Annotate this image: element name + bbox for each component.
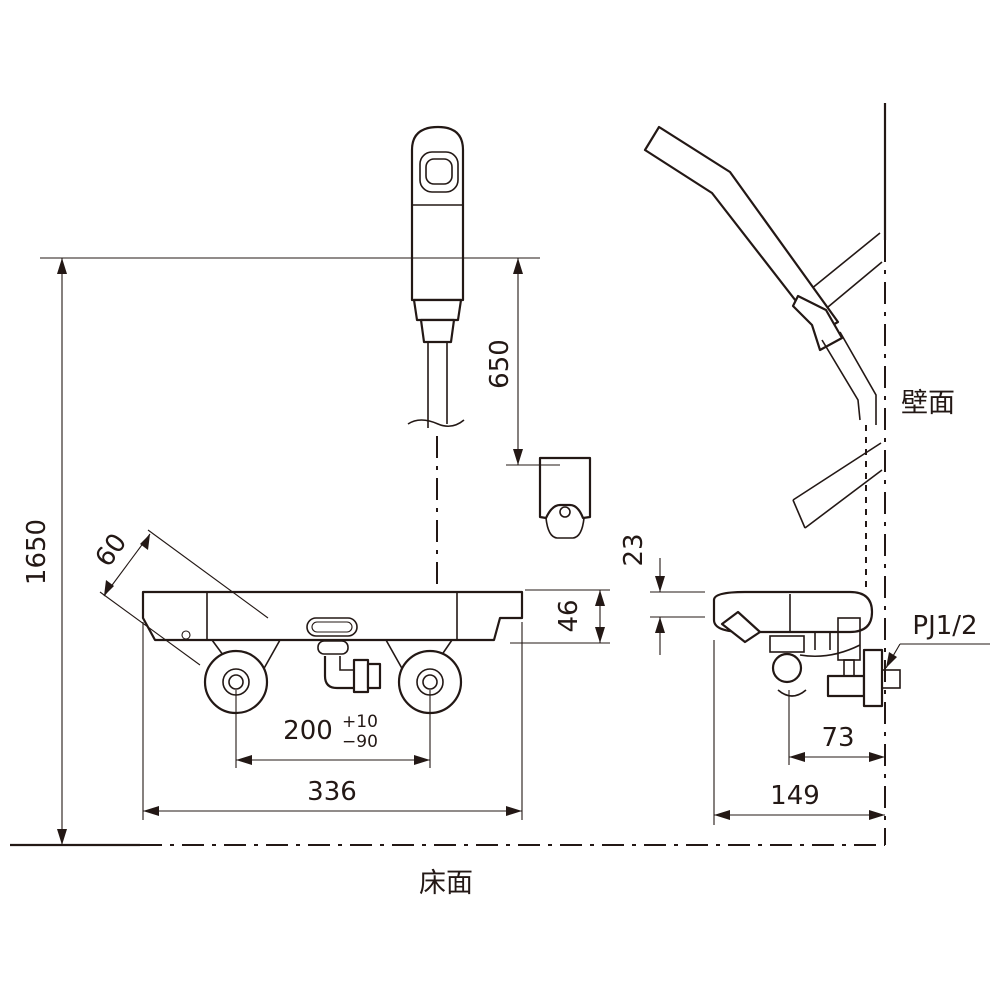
dim-pipe-pitch-label: 200	[283, 716, 333, 746]
faucet-body-front	[141, 590, 524, 642]
dim-total-height: 1650	[22, 257, 540, 845]
dim-body-width-label: 336	[307, 777, 357, 807]
dim-wall-front: 149	[713, 640, 885, 825]
dim-wall-inlet-label: 73	[821, 723, 854, 753]
dim-body-height-label: 46	[554, 599, 584, 632]
dim-body-width: 336	[142, 622, 523, 820]
dim-body-offset-label: 23	[619, 533, 649, 566]
shower-hose-front	[407, 342, 465, 428]
dim-pipe-pitch: 200 +10 −90	[235, 690, 431, 768]
union-left	[203, 639, 281, 715]
dim-pipe-pitch-tol-plus: +10	[342, 712, 378, 732]
dim-total-height-label: 1650	[22, 519, 52, 585]
wall-label: 壁面	[901, 388, 955, 419]
shower-head-front	[410, 125, 465, 344]
thread-spec-label: PJ1/2	[912, 611, 977, 641]
floor-label: 床面	[419, 868, 473, 899]
thread-spec-leader: PJ1/2	[885, 611, 990, 669]
dim-pipe-pitch-tol-minus: −90	[342, 732, 378, 752]
shower-head-side	[643, 125, 877, 425]
dim-body-offset: 23	[619, 533, 705, 655]
dim-body-height: 46	[510, 589, 610, 644]
dim-wall-inlet: 73	[788, 690, 885, 765]
center-fitting	[317, 640, 382, 694]
dim-wall-front-label: 149	[770, 781, 820, 811]
dim-holder-drop: 650	[485, 258, 560, 466]
shower-holder	[538, 456, 592, 539]
faucet-body-side	[712, 590, 901, 708]
dim-holder-drop-label: 650	[485, 339, 515, 389]
union-right	[385, 639, 463, 715]
